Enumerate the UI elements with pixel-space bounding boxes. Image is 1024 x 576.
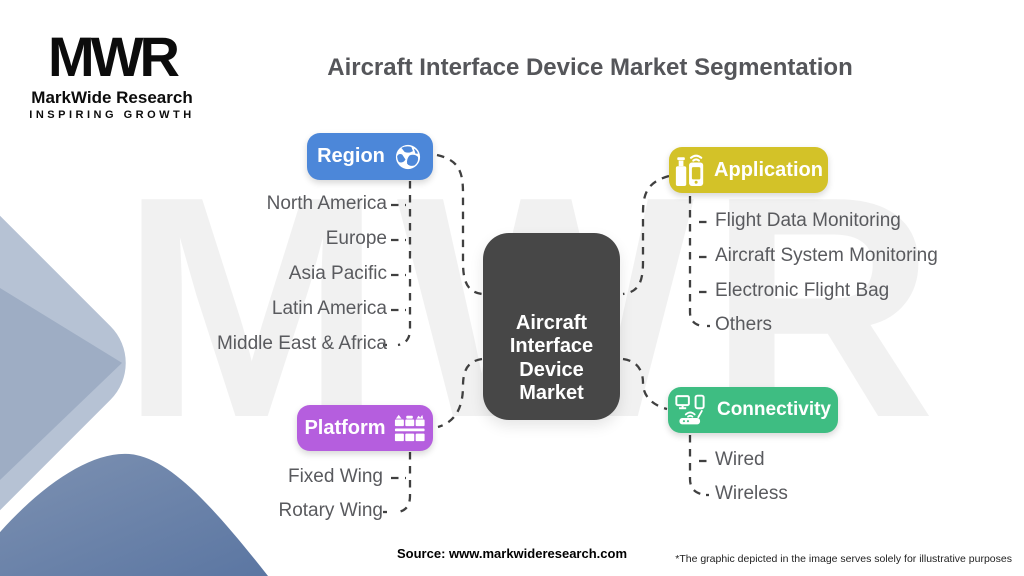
badge-region-label: Region — [317, 145, 385, 167]
logo-name: MarkWide Research — [31, 87, 193, 107]
smart-device-icon — [674, 151, 706, 189]
platform-item: Rotary Wing — [278, 500, 383, 521]
application-item: Flight Data Monitoring — [715, 210, 901, 231]
badge-application: Application — [669, 147, 828, 193]
logo-mark: MWR — [48, 25, 180, 88]
disclaimer-text: *The graphic depicted in the image serve… — [675, 553, 1012, 565]
badge-connectivity: Connectivity — [668, 387, 838, 433]
region-item: Europe — [325, 228, 387, 249]
connectivity-item: Wired — [715, 449, 765, 470]
markwide-logo: MWR MarkWide Research INSPIRING GROWTH — [28, 25, 196, 121]
source-text: Source: www.markwideresearch.com — [397, 546, 628, 561]
connectivity-item: Wireless — [715, 483, 788, 504]
region-item: Latin America — [271, 298, 387, 319]
application-item: Aircraft System Monitoring — [715, 245, 938, 266]
region-item: North America — [266, 193, 387, 214]
center-node-aircraft-interface-device-market: Aircraft Interface Device Market — [483, 233, 620, 420]
badge-region: Region — [307, 133, 433, 180]
badge-application-label: Application — [714, 158, 823, 181]
badge-platform-label: Platform — [304, 416, 386, 439]
badge-connectivity-label: Connectivity — [716, 399, 832, 420]
badge-platform: Platform — [297, 405, 433, 451]
region-item: Asia Pacific — [288, 263, 387, 284]
application-item: Electronic Flight Bag — [715, 280, 890, 301]
page-title: Aircraft Interface Device Market Segment… — [327, 54, 853, 81]
logo-tagline: INSPIRING GROWTH — [29, 108, 195, 121]
platform-grid-icon — [394, 413, 426, 443]
platform-item: Fixed Wing — [287, 466, 383, 487]
globe-icon — [393, 142, 423, 172]
application-item: Others — [715, 314, 773, 335]
region-item: Middle East & Africa — [216, 333, 387, 354]
network-devices-icon — [675, 394, 709, 426]
